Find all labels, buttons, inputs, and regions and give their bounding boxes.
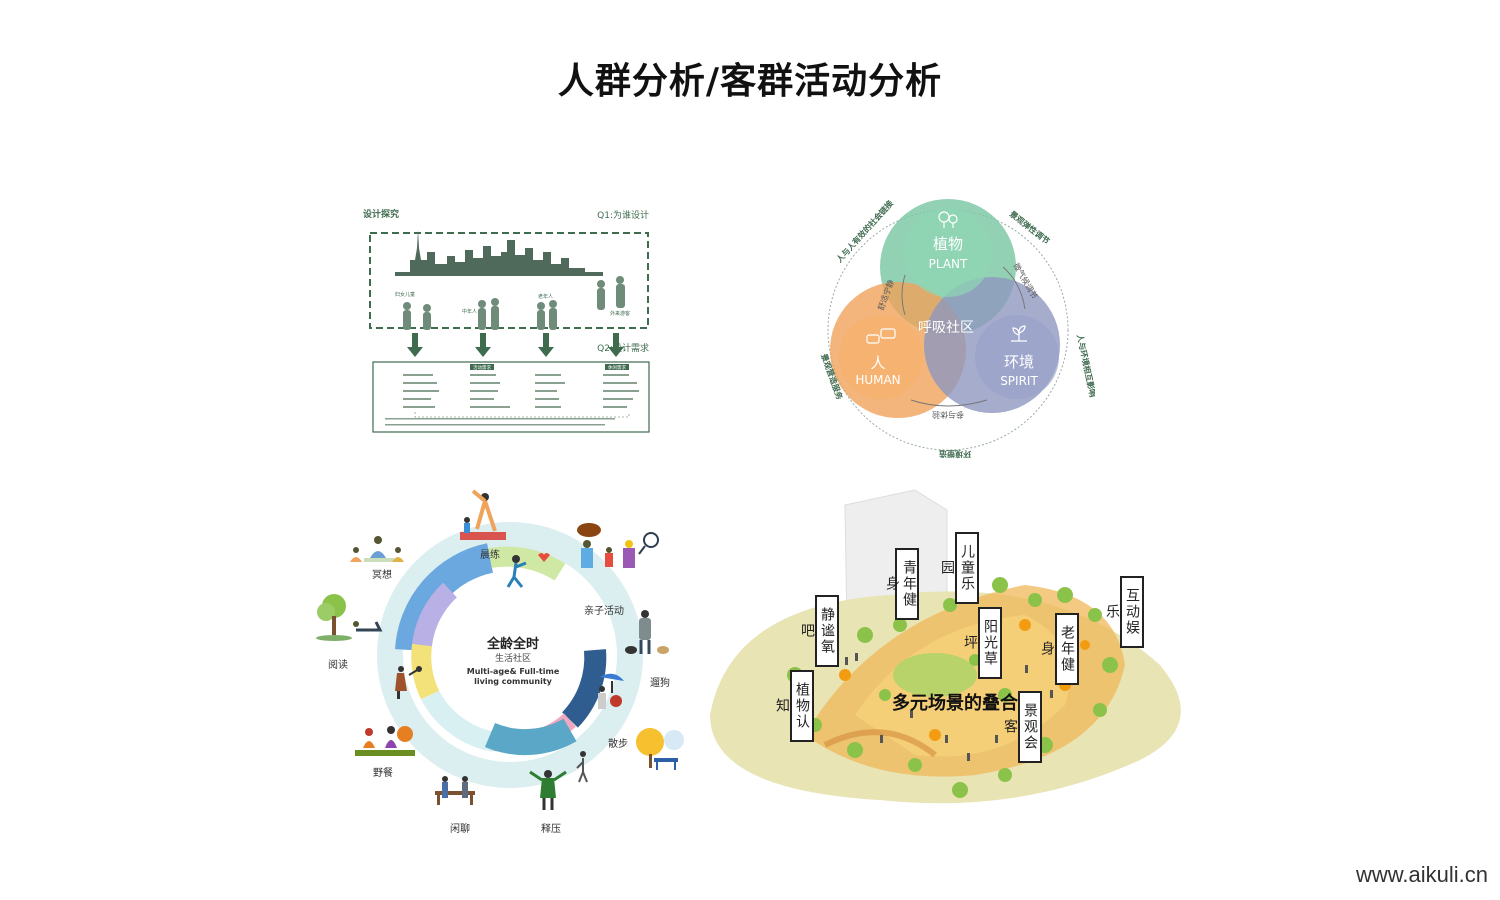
heading-left: 设计探究 xyxy=(363,208,399,220)
tag-interactive-fun: 互动娱乐 xyxy=(1104,576,1144,648)
activity-label-1: 晨练 xyxy=(480,548,500,561)
center-sub: 生活社区 xyxy=(495,652,531,664)
activity-label-8: 阅读 xyxy=(328,658,348,671)
tag-kids-playground: 儿童乐园 xyxy=(939,532,979,604)
chat-icon xyxy=(866,328,896,344)
group-label-4: 外来游客 xyxy=(610,310,630,317)
activity-figures xyxy=(316,489,684,810)
down-arrows xyxy=(407,333,624,357)
activity-label-9: 冥想 xyxy=(372,568,392,581)
tree-icon xyxy=(938,211,958,228)
lawn xyxy=(893,653,977,697)
outer-right-label: 人与环境相互影响 xyxy=(1075,333,1095,398)
center-en2: living community xyxy=(474,677,553,686)
tag-landscape-lounge: 景观会客 xyxy=(1002,691,1042,763)
dashed-frame xyxy=(369,232,649,329)
center-title: 全龄全时 xyxy=(486,636,539,652)
all-age-community-diagram: 全龄全时 生活社区 Multi-age& Full-time living co… xyxy=(316,489,684,835)
activity-label-3: 遛狗 xyxy=(650,676,670,689)
center-en1: Multi-age& Full-time xyxy=(467,667,560,676)
outer-bottom-label: 环境塑造 xyxy=(939,449,971,459)
ring-teal xyxy=(484,718,577,756)
design-exploration-diagram: 设计探究 Q1:为谁设计 妇女儿童 中年人 老年人 外来游客 Q2:设计需求 活… xyxy=(363,208,650,433)
arrow-right xyxy=(1002,266,1026,310)
activity-label-6: 闲聊 xyxy=(450,822,470,835)
tag-quiet-oxygen-bar: 静谧氧吧 xyxy=(799,595,839,667)
arrow-left xyxy=(901,274,906,316)
breathing-community-venn: 植物 PLANT 人 HUMAN 环境 SPIRIT 呼吸社区 舒适宁静 微气候… xyxy=(819,198,1095,459)
tag-youth-fitness: 青年健身 xyxy=(884,548,919,620)
activity-label-4: 散步 xyxy=(608,737,628,750)
ring-purple xyxy=(412,582,458,647)
city-skyline xyxy=(395,230,603,276)
group-label-1: 妇女儿童 xyxy=(395,291,415,298)
tag-elderly-fitness: 老年健身 xyxy=(1039,613,1079,685)
activity-label-5: 释压 xyxy=(541,822,561,835)
box-title-4: 休闲需求 xyxy=(608,364,626,371)
human-en: HUMAN xyxy=(855,373,900,387)
ring-lightblue xyxy=(421,690,497,752)
multi-scene-overlay-diagram: 多元场景的叠合 xyxy=(710,489,1181,804)
ring-yellow xyxy=(411,643,440,700)
needs-text-lines xyxy=(385,374,639,426)
group-label-3: 老年人 xyxy=(538,293,553,300)
tiny-people xyxy=(845,635,1053,761)
needs-box xyxy=(372,361,650,433)
box-title-2: 活动需求 xyxy=(473,364,491,371)
outer-top-right-label: 景观弹性调节 xyxy=(1008,209,1052,246)
center-label: 呼吸社区 xyxy=(918,320,974,336)
ring-green xyxy=(488,546,566,581)
ring-blue xyxy=(395,543,494,652)
ring-navy xyxy=(561,649,607,728)
activity-label-2: 亲子活动 xyxy=(584,604,624,617)
group-label-2: 中年人 xyxy=(462,308,477,315)
watermark: www.aikuli.cn xyxy=(1355,862,1488,887)
plant-cn: 植物 xyxy=(933,235,963,253)
tag-plant-cognition: 植物认知 xyxy=(774,670,814,742)
human-cn: 人 xyxy=(870,354,885,372)
inner-bottom-label: 参与体验 xyxy=(932,410,964,420)
page-title: 人群分析/客群活动分析 xyxy=(557,61,943,102)
tag-sunny-lawn: 阳光草坪 xyxy=(962,607,1002,679)
spirit-cn: 环境 xyxy=(1004,353,1034,371)
sprout-icon xyxy=(1011,325,1027,342)
spirit-en: SPIRIT xyxy=(1000,374,1038,388)
q2-label: Q2:设计需求 xyxy=(597,342,649,354)
arrow-bottom xyxy=(910,399,988,407)
people-silhouettes xyxy=(403,276,625,330)
scene-center-label: 多元场景的叠合 xyxy=(892,692,1019,714)
plant-en: PLANT xyxy=(929,257,968,271)
heading-right: Q1:为谁设计 xyxy=(597,209,649,221)
activity-label-7: 野餐 xyxy=(373,766,393,779)
